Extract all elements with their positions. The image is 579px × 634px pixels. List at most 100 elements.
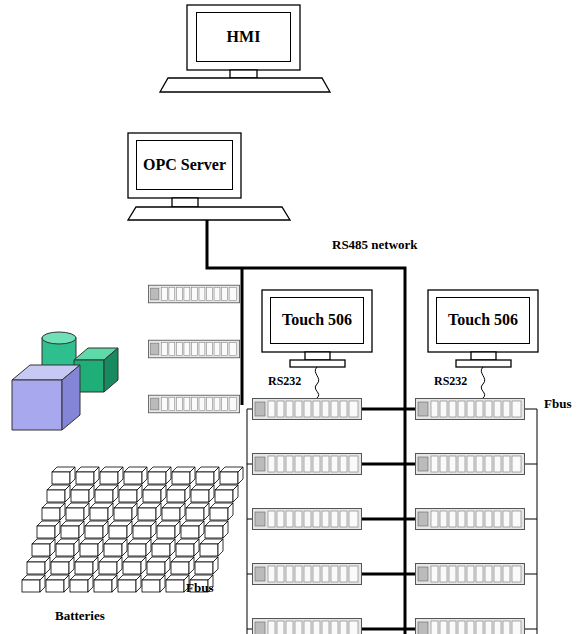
- rs232-cable: [315, 367, 484, 398]
- battery-cell: [142, 580, 160, 592]
- battery-cell: [186, 508, 204, 520]
- battery-cell: [74, 539, 79, 556]
- battery-cell: [98, 539, 103, 556]
- node-text: HMI: [227, 28, 261, 46]
- battery-cell: [175, 521, 180, 538]
- battery-cell: [89, 485, 94, 502]
- bus-label: Fbus: [544, 396, 571, 412]
- touch-screen: Touch 506: [436, 297, 530, 344]
- hmi-screen: HMI: [196, 12, 291, 62]
- battery-cell: [204, 503, 209, 520]
- battery-cell: [214, 467, 219, 484]
- battery-cell: [46, 580, 64, 592]
- battery-cell: [132, 503, 137, 520]
- battery-cell: [124, 472, 142, 484]
- battery-cell: [104, 544, 122, 556]
- battery-cell: [51, 562, 69, 574]
- battery-cell: [143, 490, 161, 502]
- touch-screen: Touch 506: [270, 297, 364, 344]
- battery-cell: [152, 544, 170, 556]
- battery-cell: [180, 503, 185, 520]
- battery-cell: [65, 485, 70, 502]
- battery-cell: [191, 490, 209, 502]
- battery-cell: [88, 575, 93, 592]
- battery-cell: [32, 544, 50, 556]
- battery-cell: [56, 544, 74, 556]
- battery-cell: [156, 503, 161, 520]
- battery-cell: [213, 557, 218, 574]
- battery-cell: [160, 575, 165, 592]
- battery-cell: [119, 490, 137, 502]
- bus-label: Fbus: [186, 580, 213, 596]
- battery-cell: [233, 485, 238, 502]
- battery-cell: [151, 521, 156, 538]
- hmi-monitor: [160, 5, 330, 92]
- fbus-line: [247, 409, 537, 634]
- battery-cell: [70, 580, 88, 592]
- battery-cell: [138, 508, 156, 520]
- battery-cell: [118, 580, 136, 592]
- battery-cell: [141, 557, 146, 574]
- battery-cell: [210, 508, 228, 520]
- battery-cell: [172, 472, 190, 484]
- battery-cell: [76, 472, 94, 484]
- battery-cell: [128, 544, 146, 556]
- battery-cell: [42, 508, 60, 520]
- battery-cell: [69, 557, 74, 574]
- battery-cell: [90, 508, 108, 520]
- battery-cell: [220, 472, 238, 484]
- battery-cell: [146, 539, 151, 556]
- battery-cell: [166, 580, 184, 592]
- battery-cell: [109, 526, 127, 538]
- battery-cell: [218, 539, 223, 556]
- battery-cell: [94, 580, 112, 592]
- battery-cell: [127, 521, 132, 538]
- battery-cell: [45, 557, 50, 574]
- battery-cell: [55, 521, 60, 538]
- battery-cell: [161, 485, 166, 502]
- battery-cell: [50, 539, 55, 556]
- battery-cell: [80, 544, 98, 556]
- battery-cell: [47, 490, 65, 502]
- battery-cell: [60, 503, 65, 520]
- battery-cell: [223, 521, 228, 538]
- battery-cell: [176, 544, 194, 556]
- plant-objects: [12, 332, 118, 430]
- battery-cell: [148, 472, 166, 484]
- node-text: Touch 506: [282, 311, 352, 329]
- battery-cell: [85, 526, 103, 538]
- battery-cell: [196, 472, 214, 484]
- battery-cell: [37, 526, 55, 538]
- battery-cell: [171, 562, 189, 574]
- battery-cell: [209, 485, 214, 502]
- battery-cell: [95, 490, 113, 502]
- battery-cell: [27, 562, 45, 574]
- battery-cell: [22, 580, 40, 592]
- battery-cell: [94, 467, 99, 484]
- battery-cell: [205, 526, 223, 538]
- battery-cell: [70, 467, 75, 484]
- battery-cell: [99, 562, 117, 574]
- battery-cell: [194, 539, 199, 556]
- illustration-label: Batteries: [55, 608, 105, 624]
- battery-cell: [64, 575, 69, 592]
- battery-cell: [181, 526, 199, 538]
- rs485-bus: [207, 220, 415, 634]
- link-label: RS232: [268, 374, 301, 389]
- battery-cell: [123, 562, 141, 574]
- battery-cell: [162, 508, 180, 520]
- battery-cell: [93, 557, 98, 574]
- battery-cell: [147, 562, 165, 574]
- battery-cell: [52, 472, 70, 484]
- battery-cell: [61, 526, 79, 538]
- battery-cell: [122, 539, 127, 556]
- battery-cell: [113, 485, 118, 502]
- battery-cell: [112, 575, 117, 592]
- battery-cell: [108, 503, 113, 520]
- battery-cell: [71, 490, 89, 502]
- battery-cell: [100, 472, 118, 484]
- battery-cell: [189, 557, 194, 574]
- battery-cell: [190, 467, 195, 484]
- battery-cell: [117, 557, 122, 574]
- battery-cell: [137, 485, 142, 502]
